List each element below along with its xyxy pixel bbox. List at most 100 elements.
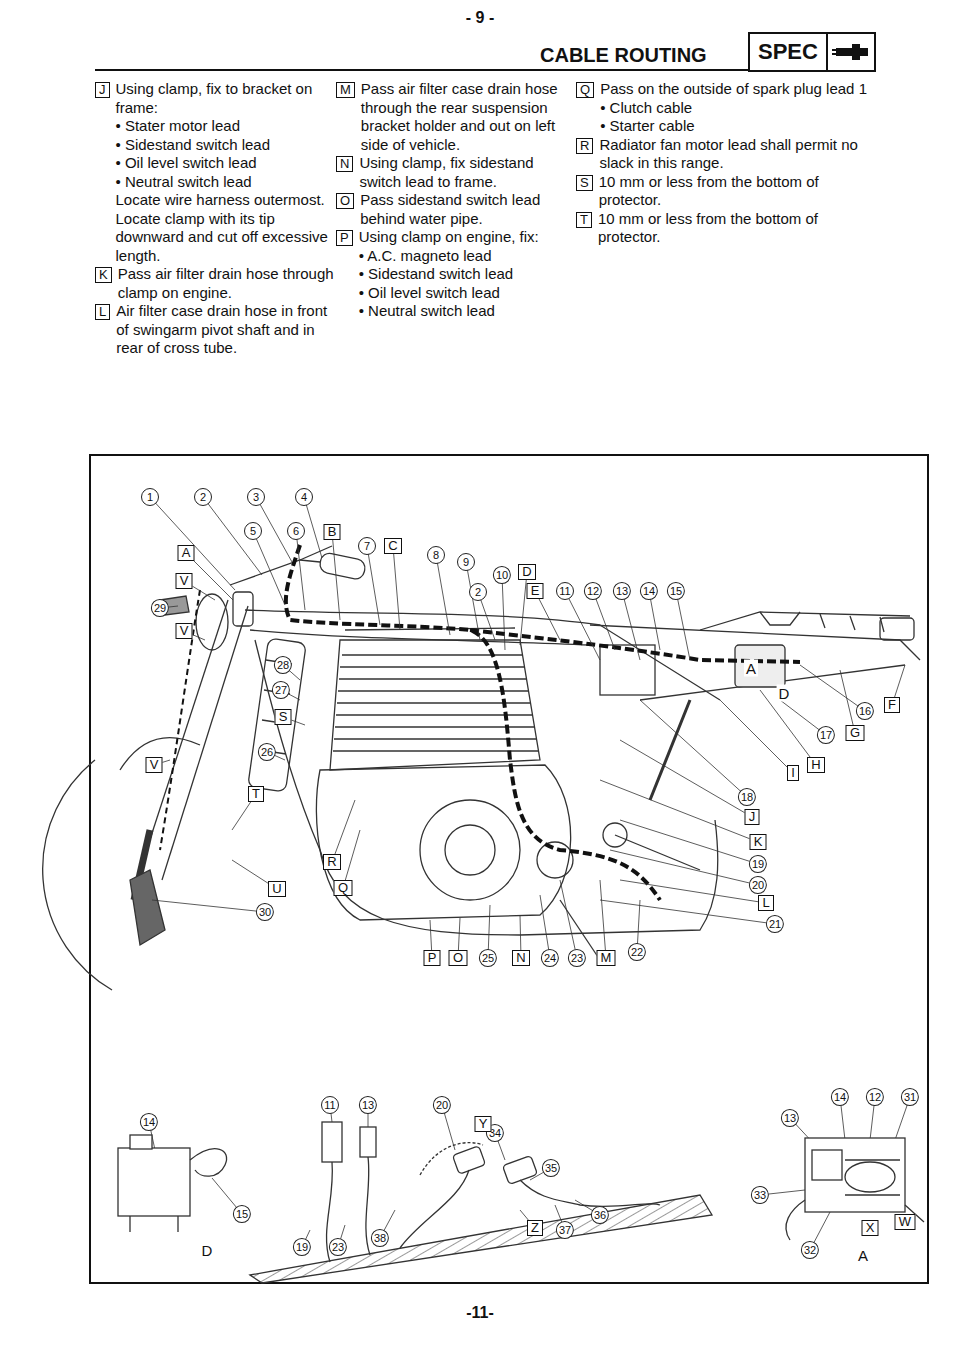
- box-letter: C: [388, 538, 397, 553]
- note-body: Using clamp, fix to bracket on frame:• S…: [116, 80, 336, 265]
- cable: [160, 590, 200, 850]
- box-letter: E: [531, 583, 540, 598]
- callout-number: 13: [359, 1096, 377, 1114]
- note-letter-box: O: [336, 193, 354, 209]
- note-row: N Using clamp, fix sidestand switch lead …: [336, 154, 572, 191]
- box-letter: Q: [338, 880, 348, 895]
- note-row: P Using clamp on engine, fix:• A.C. magne…: [336, 228, 572, 321]
- box-letter: K: [99, 267, 108, 282]
- reference-letter-box: Y: [475, 1116, 492, 1132]
- box-letter: SPEC: [750, 36, 826, 68]
- note-text: • Clutch cable: [600, 99, 881, 118]
- note-text: Using clamp, fix sidestand switch lead t…: [359, 154, 572, 191]
- note-body: Using clamp on engine, fix:• A.C. magnet…: [359, 228, 572, 321]
- callout-number: 11: [556, 582, 574, 600]
- callout-number: 24: [541, 949, 559, 967]
- note-text: Air filter case drain hose in front of s…: [116, 302, 335, 358]
- callout-number: 8: [427, 546, 445, 564]
- note-text: 10 mm or less from the bottom of protect…: [599, 173, 881, 210]
- note-row: K Pass air filter drain hose through clam…: [95, 265, 335, 302]
- callout-number: 6: [287, 522, 305, 540]
- reference-letter-box: L: [758, 895, 774, 911]
- reference-letter-box: K: [750, 834, 767, 850]
- callout-number: 33: [751, 1186, 769, 1204]
- wire-harness: [286, 545, 800, 900]
- reference-letter-box: O: [449, 950, 468, 966]
- callout-number: 18: [738, 788, 756, 806]
- reference-letter-box: W: [895, 1214, 916, 1230]
- note-text: • Sidestand switch lead: [116, 136, 336, 155]
- box-letter: V: [180, 623, 189, 638]
- note-letter-box: N: [336, 156, 353, 172]
- box-letter: K: [754, 834, 763, 849]
- note-row: J Using clamp, fix to bracket on frame:• …: [95, 80, 335, 265]
- callout-number: 14: [140, 1113, 158, 1131]
- callout-number: 25: [479, 949, 497, 967]
- box-letter: A: [182, 545, 191, 560]
- callout-number: 20: [433, 1096, 451, 1114]
- reference-letter-box: D: [518, 564, 536, 580]
- spec-icon: [826, 34, 874, 70]
- callout-number: 3: [247, 488, 265, 506]
- note-row: L Air filter case drain hose in front of …: [95, 302, 335, 358]
- note-text: • A.C. magneto lead: [359, 247, 572, 266]
- note-text: • Neutral switch lead: [116, 173, 336, 192]
- box-letter: L: [99, 304, 106, 319]
- note-column: QPass on the outside of spark plug lead …: [576, 80, 881, 247]
- reference-letter-box: Z: [527, 1220, 543, 1236]
- note-body: Radiator fan motor lead shall permit no …: [599, 136, 881, 173]
- reference-letter-box: X: [862, 1220, 879, 1236]
- note-letter-box: M: [336, 82, 355, 98]
- reference-letter-box: H: [807, 757, 825, 773]
- box-letter: J: [99, 82, 106, 97]
- box-letter: Z: [531, 1220, 539, 1235]
- callout-number: 7: [358, 537, 376, 555]
- note-body: Using clamp, fix sidestand switch lead t…: [359, 154, 572, 191]
- note-text: Pass air filter drain hose through clamp…: [118, 265, 335, 302]
- note-letter-box: R: [576, 138, 593, 154]
- reference-letter-box: V: [146, 757, 163, 773]
- page-number: - 9 -: [463, 9, 497, 27]
- detail-connectors: [250, 1122, 712, 1283]
- callout-number: 14: [831, 1088, 849, 1106]
- callout-number: 2: [469, 583, 487, 601]
- box-letter: Y: [479, 1116, 488, 1131]
- box-letter: L: [762, 895, 769, 910]
- box-letter: O: [453, 950, 463, 965]
- view-letter: D: [777, 685, 792, 702]
- callout-number: 15: [233, 1205, 251, 1223]
- box-letter: U: [272, 881, 281, 896]
- callout-number: 30: [256, 903, 274, 921]
- callout-number: 13: [781, 1109, 799, 1127]
- reference-letter-box: N: [512, 950, 530, 966]
- callout-number: 21: [766, 915, 784, 933]
- note-body: Air filter case drain hose in front of s…: [116, 302, 335, 358]
- box-letter: J: [749, 809, 756, 824]
- leader-lines: [149, 497, 910, 1250]
- callout-number: 26: [258, 743, 276, 761]
- page-number: -11-: [463, 1304, 497, 1322]
- detail-a-starter-relay: [786, 1138, 924, 1240]
- note-letter-box: S: [576, 175, 593, 191]
- reference-letter-box: S: [275, 709, 292, 725]
- callout-number: 20: [749, 876, 767, 894]
- box-letter: P: [428, 950, 437, 965]
- callout-number: 11: [321, 1096, 339, 1114]
- note-text: • Stater motor lead: [116, 117, 336, 136]
- note-row: R Radiator fan motor lead shall permit no…: [576, 136, 881, 173]
- note-text: • Starter cable: [600, 117, 881, 136]
- note-letter-box: K: [95, 267, 112, 283]
- note-row: QPass on the outside of spark plug lead …: [576, 80, 881, 136]
- detail-d-relay: [118, 1135, 227, 1232]
- callout-number: 13: [613, 582, 631, 600]
- note-text: Locate wire harness outermost. Locate cl…: [116, 191, 336, 265]
- box-letter: N: [340, 156, 349, 171]
- callout-number: 2: [194, 488, 212, 506]
- reference-letter-box: A: [178, 545, 195, 561]
- box-letter: D: [522, 564, 531, 579]
- note-text: 10 mm or less from the bottom of protect…: [598, 210, 881, 247]
- callout-number: 23: [329, 1238, 347, 1256]
- note-letter-box: L: [95, 304, 110, 320]
- note-letter-box: P: [336, 230, 353, 246]
- view-letter: A: [856, 1247, 870, 1264]
